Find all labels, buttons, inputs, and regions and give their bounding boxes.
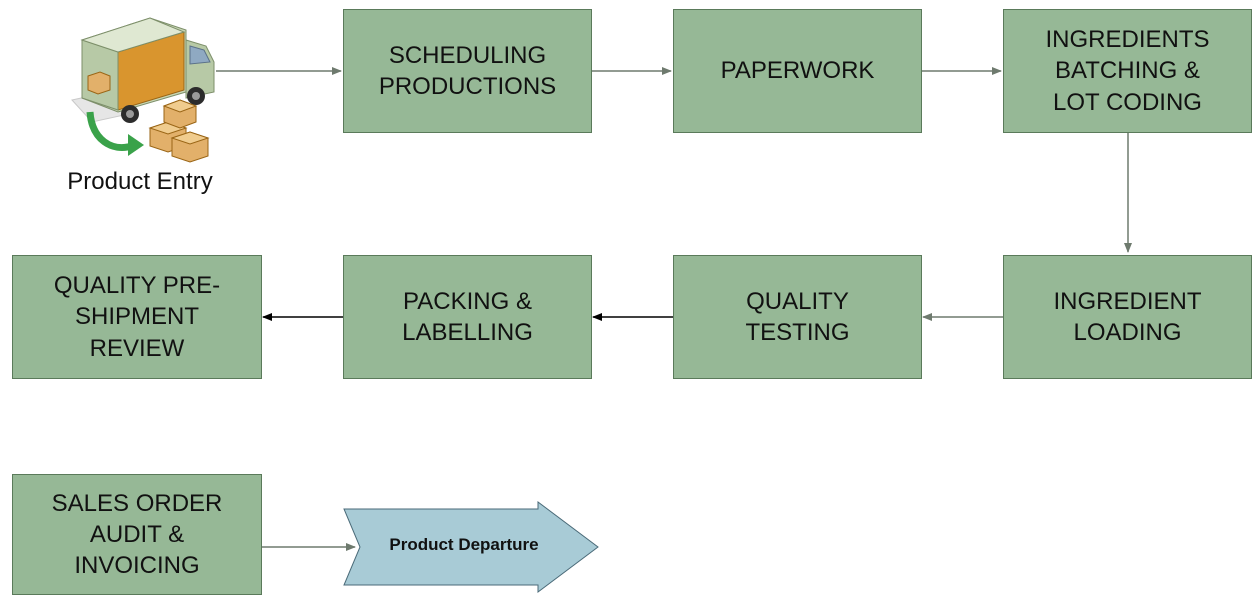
step-quality-review: QUALITY PRE- SHIPMENT REVIEW [12, 255, 262, 379]
step-label: QUALITY TESTING [745, 287, 850, 346]
step-ingredients-batching: INGREDIENTS BATCHING & LOT CODING [1003, 9, 1252, 133]
departure-arrow-shape [343, 501, 599, 593]
delivery-truck-icon [71, 17, 215, 163]
step-label: SCHEDULING PRODUCTIONS [378, 41, 557, 100]
step-label: PACKING & LABELLING [402, 287, 533, 346]
step-quality-testing: QUALITY TESTING [673, 255, 922, 379]
step-scheduling-productions: SCHEDULING PRODUCTIONS [343, 9, 592, 133]
step-sales-order-invoicing: SALES ORDER AUDIT & INVOICING [12, 474, 262, 595]
step-ingredient-loading: INGREDIENT LOADING [1003, 255, 1252, 379]
step-paperwork: PAPERWORK [673, 9, 922, 133]
stacked-boxes-icon [148, 99, 210, 163]
step-label: INGREDIENT LOADING [1053, 287, 1202, 346]
step-packing-labelling: PACKING & LABELLING [343, 255, 592, 379]
step-label: INGREDIENTS BATCHING & LOT CODING [1045, 26, 1210, 116]
step-label: SALES ORDER AUDIT & INVOICING [51, 489, 223, 580]
product-departure-label: Product Departure [389, 535, 539, 554]
step-label: PAPERWORK [720, 57, 875, 85]
product-entry-label: Product Entry [67, 168, 213, 195]
step-label: QUALITY PRE- SHIPMENT REVIEW [53, 272, 221, 362]
